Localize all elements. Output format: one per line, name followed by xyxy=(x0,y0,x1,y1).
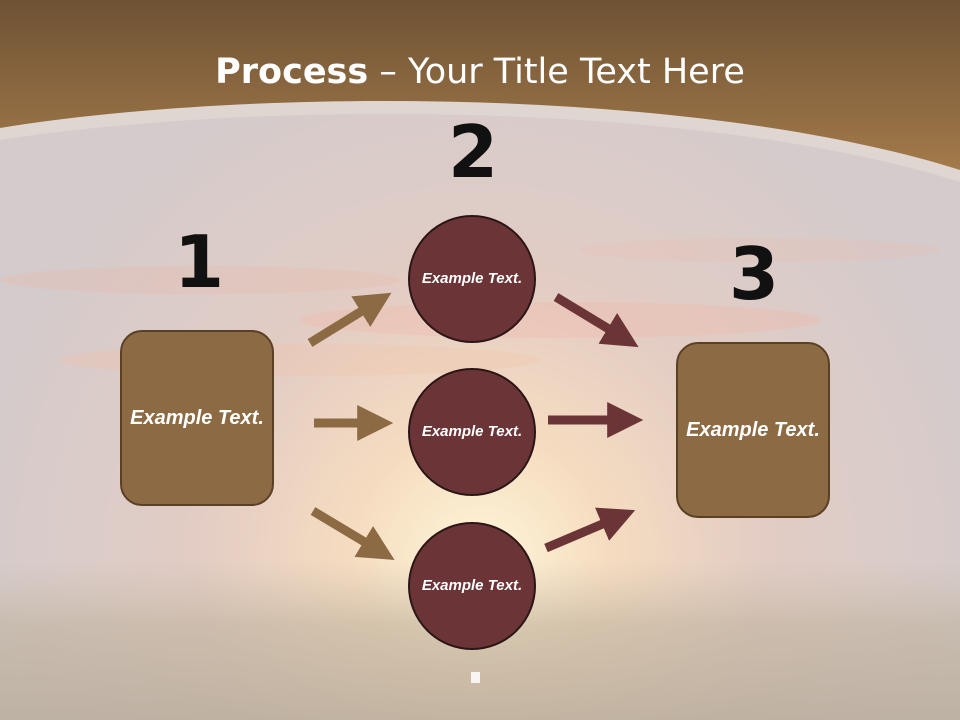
arrow-bottom-to-3 xyxy=(544,507,636,553)
arrow-1-to-bottom xyxy=(310,507,395,560)
step-1-box: Example Text. xyxy=(120,330,274,506)
step-1-text: Example Text. xyxy=(130,406,264,429)
step-1-number: 1 xyxy=(173,220,225,304)
step-2-number: 2 xyxy=(447,110,499,194)
step-2-circle-middle: Example Text. xyxy=(408,368,536,496)
arrow-1-to-top xyxy=(307,292,392,347)
slide-marker xyxy=(471,672,480,683)
arrow-top-to-3 xyxy=(553,293,639,348)
circle-middle-text: Example Text. xyxy=(421,422,523,440)
circle-top-text: Example Text. xyxy=(421,269,523,287)
step-2-circle-bottom: Example Text. xyxy=(408,522,536,650)
step-3-text: Example Text. xyxy=(686,418,820,441)
title-rest: – Your Title Text Here xyxy=(368,52,745,92)
circle-bottom-text: Example Text. xyxy=(421,576,523,594)
step-3-box: Example Text. xyxy=(676,342,830,518)
step-2-circle-top: Example Text. xyxy=(408,215,536,343)
slide-title: Process – Your Title Text Here xyxy=(0,52,960,92)
step-3-number: 3 xyxy=(728,232,780,316)
title-bold: Process xyxy=(215,52,369,92)
